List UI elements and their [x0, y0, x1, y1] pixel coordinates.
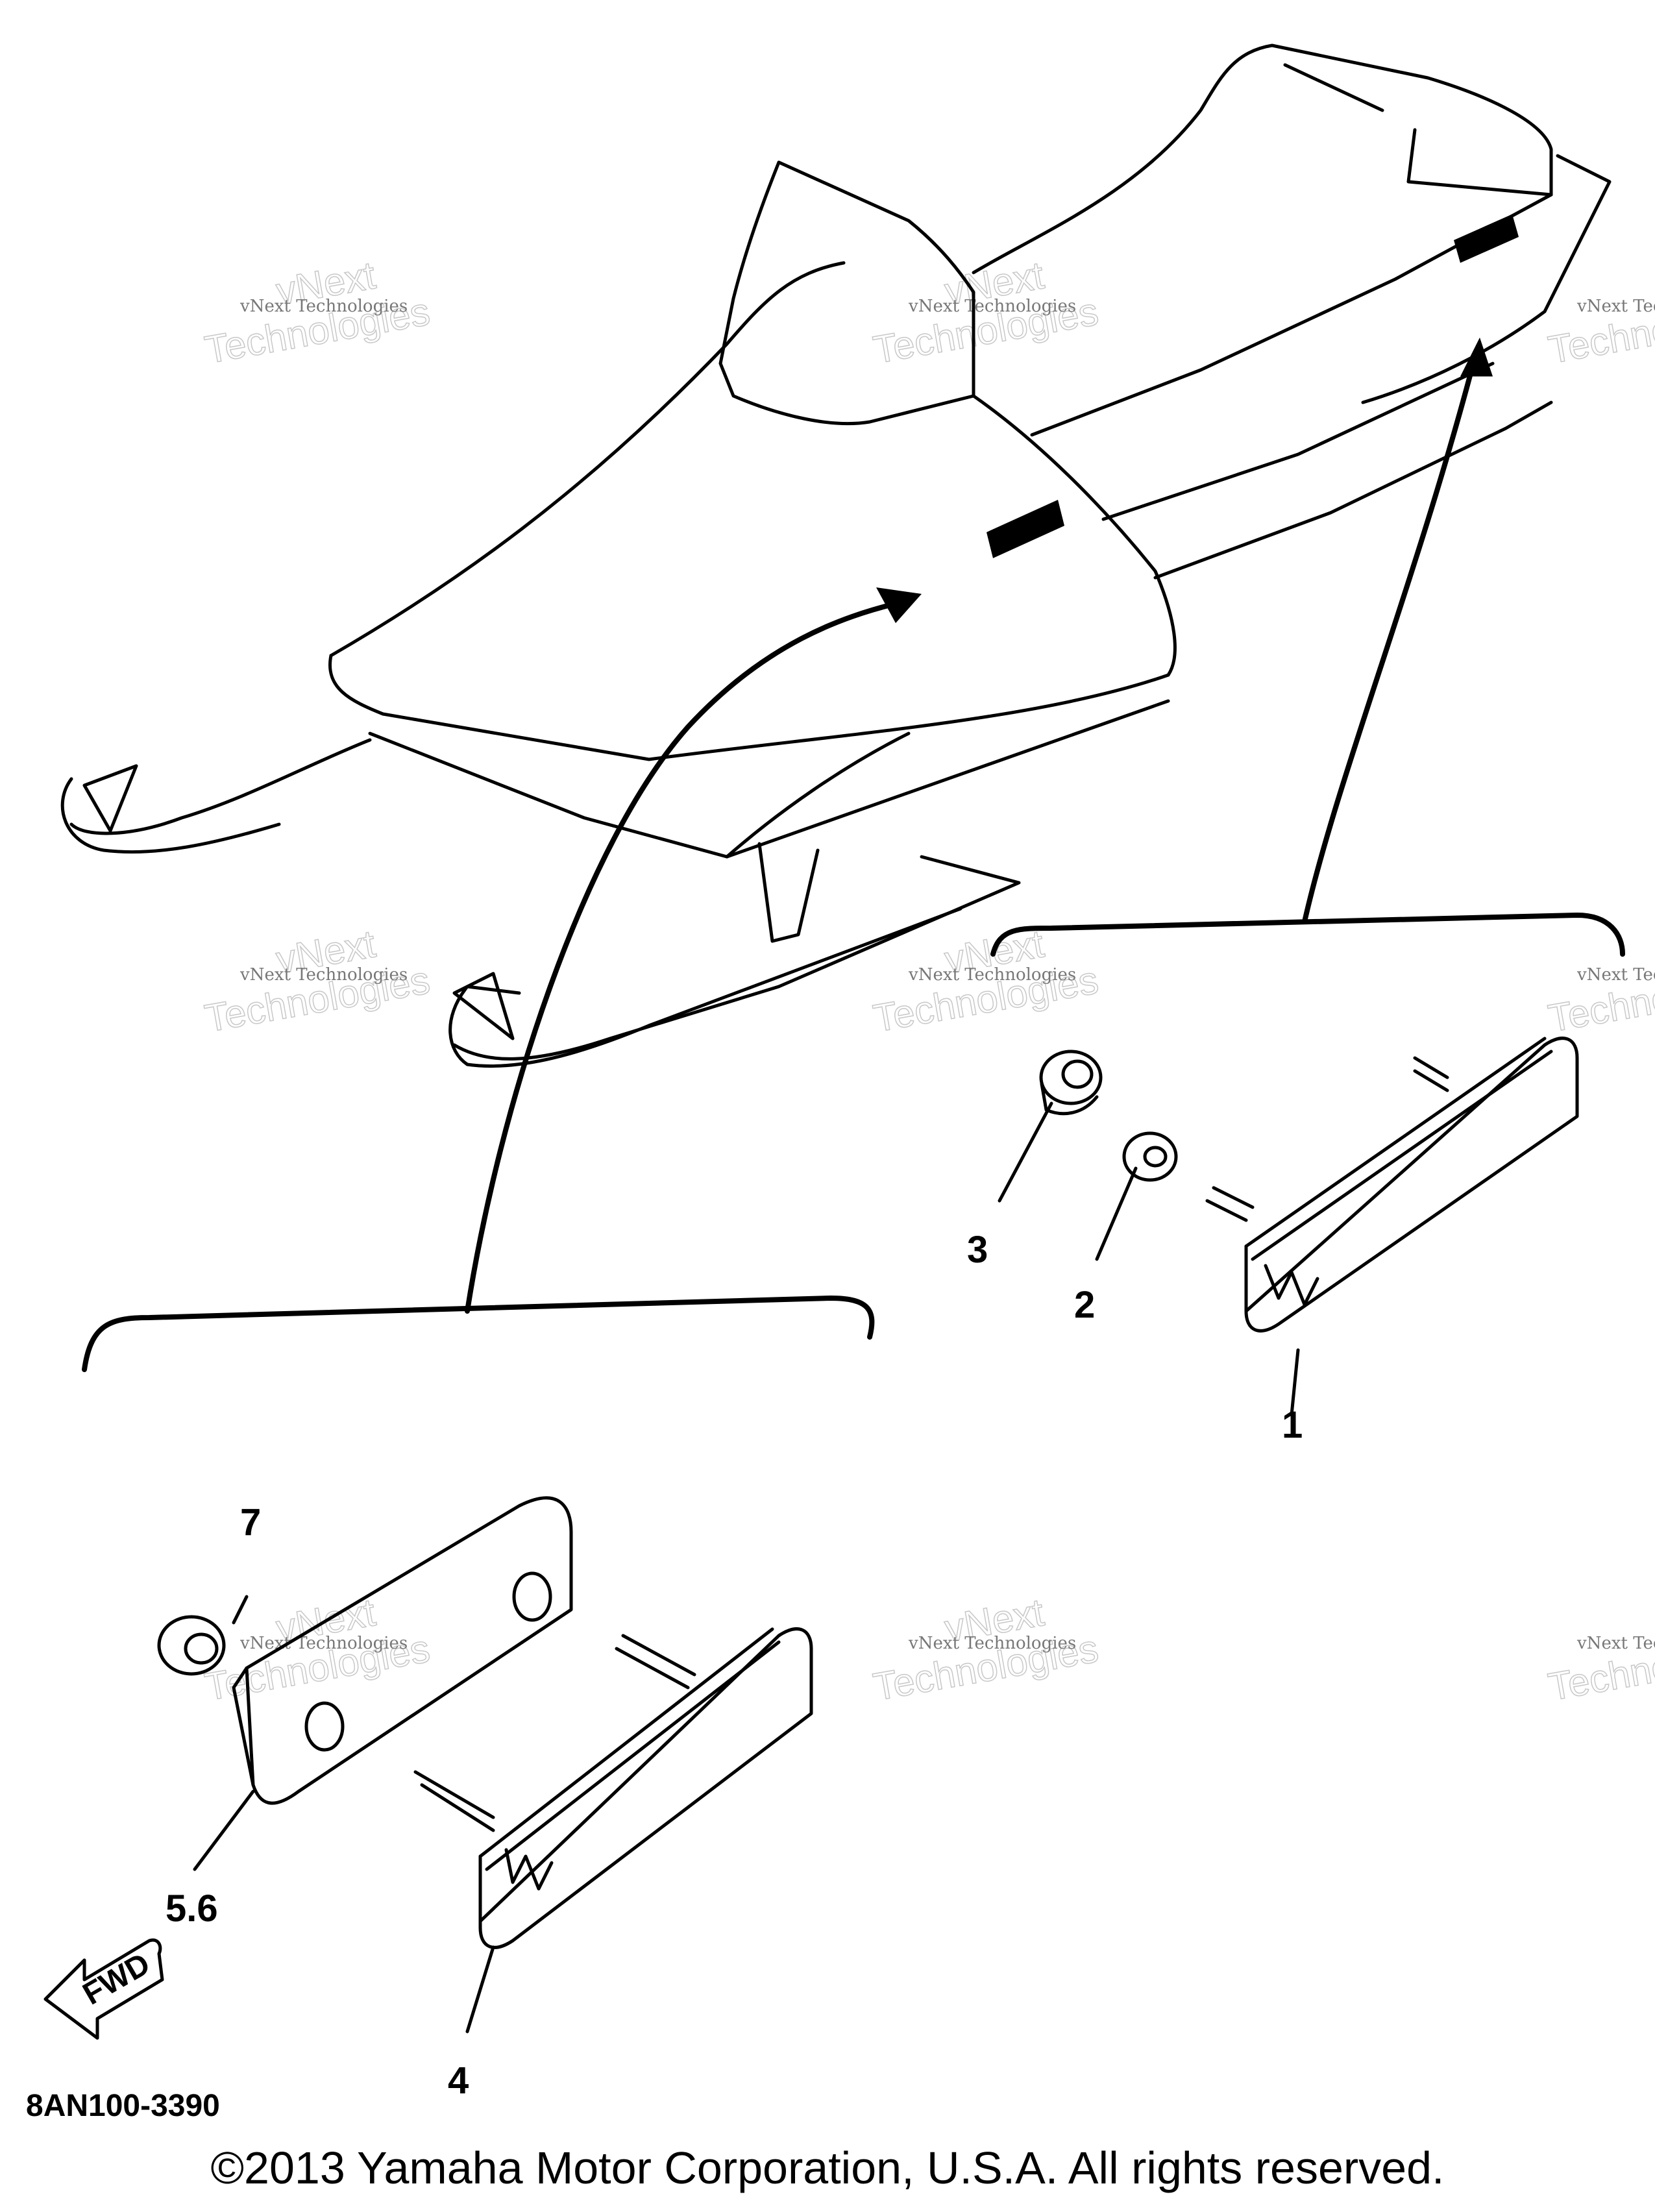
arrow-head-front [876, 587, 922, 623]
watermarks: Technologies vNext vNext Technologies Te… [201, 252, 1655, 1709]
part-washer-2 [1122, 1131, 1178, 1182]
arrow-head-rear [1460, 338, 1493, 376]
svg-text:FWD: FWD [77, 1947, 156, 2012]
svg-text:vNext Technologies: vNext Technologies [1576, 1634, 1655, 1653]
body-reflector-front [987, 500, 1064, 558]
svg-text:vNext Technologies: vNext Technologies [908, 1634, 1076, 1653]
leader-arrows [465, 338, 1493, 1314]
svg-text:vNext Technologies: vNext Technologies [239, 297, 408, 316]
part-plate-5-6 [232, 1496, 573, 1805]
watermark: Technologies vNext vNext Technologies [201, 921, 434, 1040]
callout-7: 7 [240, 1501, 261, 1543]
part-nut-7 [157, 1615, 226, 1676]
callout-4: 4 [448, 2059, 469, 2102]
callout-leaders [193, 1101, 1300, 2034]
watermark: Technologies vNext Technologies [1545, 1626, 1655, 1709]
fwd-arrow-icon: FWD [43, 1938, 164, 2040]
part-reflector-1 [1205, 1037, 1579, 1333]
copyright-notice: ©2013 Yamaha Motor Corporation, U.S.A. A… [210, 2143, 1445, 2193]
callout-5-6: 5.6 [166, 1887, 218, 1930]
svg-text:vNext Technologies: vNext Technologies [1576, 965, 1655, 985]
brackets [82, 913, 1625, 1372]
svg-text:vNext Technologies: vNext Technologies [239, 1634, 408, 1653]
svg-text:vNext Technologies: vNext Technologies [1576, 297, 1655, 316]
watermark: Technologies vNext vNext Technologies [870, 252, 1102, 372]
body-reflector-rear [1454, 214, 1519, 263]
callout-1: 1 [1282, 1404, 1303, 1446]
callout-2: 2 [1074, 1284, 1095, 1326]
watermark: Technologies vNext vNext Technologies [201, 1590, 434, 1709]
snowmobile-illustration [60, 43, 1612, 1068]
watermark: Technologies vNext vNext Technologies [870, 921, 1102, 1040]
part-reflector-4 [413, 1627, 813, 1949]
watermark: Technologies vNext Technologies [1545, 289, 1655, 372]
callout-3: 3 [967, 1229, 988, 1271]
svg-text:vNext Technologies: vNext Technologies [908, 297, 1076, 316]
watermark: Technologies vNext vNext Technologies [870, 1590, 1102, 1709]
watermark: Technologies vNext Technologies [1545, 957, 1655, 1040]
svg-text:vNext Technologies: vNext Technologies [239, 965, 408, 985]
watermark: Technologies vNext vNext Technologies [201, 252, 434, 372]
diagram-part-code: 8AN100-3390 [26, 2089, 220, 2123]
svg-text:vNext Technologies: vNext Technologies [908, 965, 1076, 985]
